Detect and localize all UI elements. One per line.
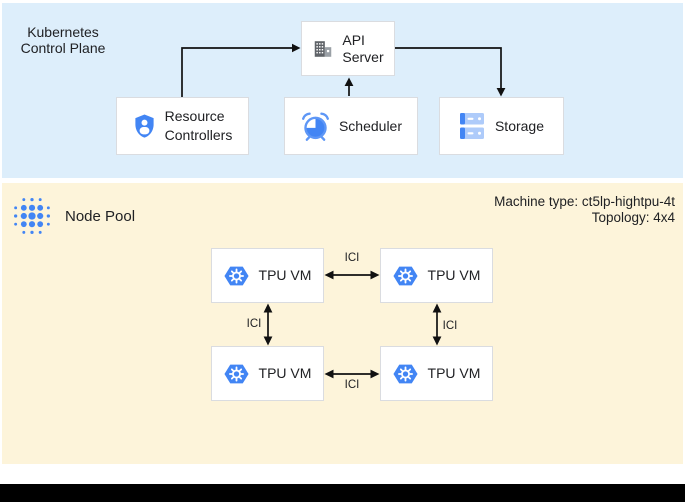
machine-type-text: Machine type: ct5lp-hightpu-4t	[494, 194, 675, 209]
api-server-box: API Server	[301, 21, 395, 76]
tpu-vm-box: TPU VM	[211, 346, 324, 401]
bottom-black-bar	[0, 484, 685, 502]
resource-controllers-label: Resource Controllers	[164, 108, 233, 143]
control-plane-title: Kubernetes Control Plane	[17, 24, 109, 56]
tpu-vm-box: TPU VM	[211, 248, 324, 303]
building-icon	[315, 40, 332, 57]
tpu-vm-label: TPU VM	[427, 267, 481, 283]
dot-cluster-icon	[14, 198, 50, 234]
gke-hexagon-gear-icon	[223, 266, 249, 285]
api-server-label: API Server	[342, 31, 384, 65]
control-plane-title-line2: Control Plane	[20, 40, 106, 56]
alarm-clock-icon	[301, 112, 329, 141]
storage-box: Storage	[439, 97, 564, 155]
ici-label: ICI	[344, 379, 360, 391]
tpu-vm-label: TPU VM	[258, 267, 312, 283]
ici-label: ICI	[246, 318, 262, 330]
node-pool-header: Node Pool	[12, 196, 135, 236]
control-plane-title-line1: Kubernetes	[27, 24, 99, 40]
tpu-vm-label: TPU VM	[258, 365, 312, 381]
ici-label: ICI	[344, 252, 360, 264]
tpu-vm-box: TPU VM	[380, 248, 493, 303]
node-pool-panel	[2, 183, 683, 464]
gke-hexagon-gear-icon	[392, 364, 418, 383]
node-pool-label: Node Pool	[65, 207, 136, 225]
topology-text: Topology: 4x4	[591, 210, 675, 225]
gke-hexagon-gear-icon	[223, 364, 249, 383]
ici-label: ICI	[442, 320, 458, 332]
machine-info: Machine type: ct5lp-hightpu-4t Topology:…	[494, 194, 675, 226]
shield-user-icon	[135, 114, 154, 138]
scheduler-label: Scheduler	[338, 117, 403, 134]
tpu-vm-box: TPU VM	[380, 346, 493, 401]
storage-label: Storage	[494, 117, 545, 134]
tpu-vm-label: TPU VM	[427, 365, 481, 381]
resource-controllers-box: Resource Controllers	[116, 97, 249, 155]
scheduler-box: Scheduler	[284, 97, 418, 155]
gke-hexagon-gear-icon	[392, 266, 418, 285]
storage-disks-icon	[459, 113, 484, 139]
